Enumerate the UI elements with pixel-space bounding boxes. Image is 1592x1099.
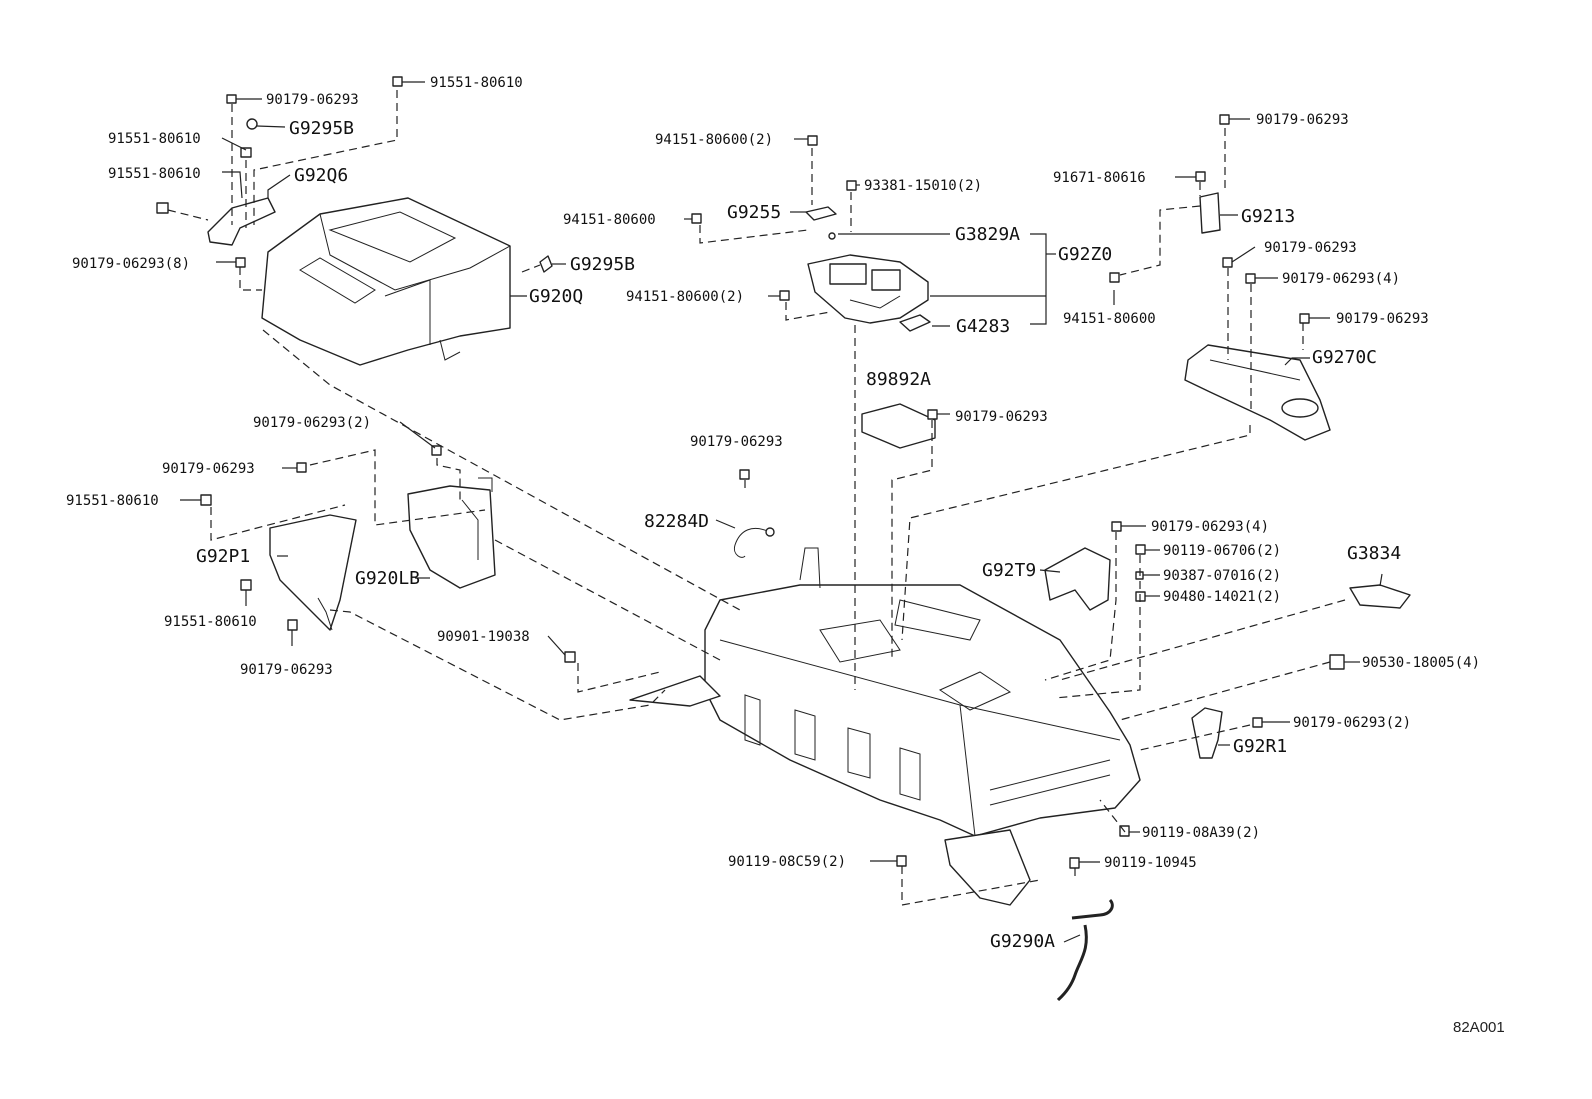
label-90179-06293-top: 90179-06293 bbox=[266, 92, 359, 108]
label-91551-80610-left-b: 91551-80610 bbox=[108, 166, 201, 182]
label-g92q6: G92Q6 bbox=[294, 165, 348, 186]
label-g920lb: G920LB bbox=[355, 568, 420, 589]
label-91551-80610-top: 91551-80610 bbox=[430, 75, 523, 91]
label-90179-06293-2-right: 90179-06293(2) bbox=[1293, 715, 1411, 731]
bracket-g9213[interactable] bbox=[1199, 192, 1221, 234]
label-g92r1: G92R1 bbox=[1233, 736, 1287, 757]
label-g92t9: G92T9 bbox=[982, 560, 1036, 581]
label-91551-80610-left-a: 91551-80610 bbox=[108, 131, 201, 147]
label-90119-06706-2: 90119-06706(2) bbox=[1163, 543, 1281, 559]
label-g920q: G920Q bbox=[529, 286, 583, 307]
label-94151-80600-2-mid: 94151-80600(2) bbox=[626, 289, 744, 305]
label-91551-80610-left-c: 91551-80610 bbox=[66, 493, 159, 509]
label-82284d: 82284D bbox=[644, 511, 709, 532]
cover-g92t9[interactable] bbox=[1044, 547, 1111, 611]
label-90119-08c59-2: 90119-08C59(2) bbox=[728, 854, 846, 870]
label-90530-18005-4: 90530-18005(4) bbox=[1362, 655, 1480, 671]
label-90179-06293-left-d: 90179-06293 bbox=[240, 662, 333, 678]
label-g9290a: G9290A bbox=[990, 931, 1055, 952]
fasteners-left bbox=[200, 445, 750, 663]
cover-g920lb[interactable] bbox=[407, 477, 496, 589]
hose-g9290a[interactable] bbox=[1056, 898, 1114, 1002]
label-94151-80600-2-top: 94151-80600(2) bbox=[655, 132, 773, 148]
label-g4283: G4283 bbox=[956, 316, 1010, 337]
label-90901-19038: 90901-19038 bbox=[437, 629, 530, 645]
part-89892a[interactable] bbox=[861, 403, 936, 449]
label-g9270c: G9270C bbox=[1312, 347, 1377, 368]
label-90179-06293-89892a: 90179-06293 bbox=[955, 409, 1048, 425]
label-g3829a: G3829A bbox=[955, 224, 1020, 245]
guide-lines bbox=[167, 90, 1346, 906]
label-90179-06293-left-c: 90179-06293 bbox=[162, 461, 255, 477]
label-g9295b-top: G9295B bbox=[289, 118, 354, 139]
label-94151-80600-left: 94151-80600 bbox=[563, 212, 656, 228]
bracket-g92q6[interactable] bbox=[207, 197, 276, 246]
nut-89892a bbox=[927, 409, 938, 420]
label-90179-06293-4-right: 90179-06293(4) bbox=[1282, 271, 1400, 287]
module-g92z0[interactable] bbox=[807, 254, 929, 324]
cover-g920q[interactable] bbox=[261, 197, 511, 366]
bracket-g3834[interactable] bbox=[1349, 584, 1411, 609]
label-93381-15010-2: 93381-15010(2) bbox=[864, 178, 982, 194]
label-91671-80616: 91671-80616 bbox=[1053, 170, 1146, 186]
label-g92p1: G92P1 bbox=[196, 546, 250, 567]
battery-tray[interactable] bbox=[629, 547, 1141, 906]
label-89892a: 89892A bbox=[866, 369, 931, 390]
label-g92z0: G92Z0 bbox=[1058, 244, 1112, 265]
part-g4283[interactable] bbox=[899, 314, 931, 332]
label-g9255: G9255 bbox=[727, 202, 781, 223]
cover-g92p1[interactable] bbox=[269, 514, 357, 631]
label-90179-06293-right-c: 90179-06293 bbox=[1336, 311, 1429, 327]
label-90179-06293-8: 90179-06293(8) bbox=[72, 256, 190, 272]
part-g9255[interactable] bbox=[805, 206, 837, 221]
label-90179-06293-right-b: 90179-06293 bbox=[1264, 240, 1357, 256]
label-91551-80610-left-d: 91551-80610 bbox=[164, 614, 257, 630]
label-90119-08a39-2: 90119-08A39(2) bbox=[1142, 825, 1260, 841]
label-g9213: G9213 bbox=[1241, 206, 1295, 227]
label-g3834: G3834 bbox=[1347, 543, 1401, 564]
cable-82284d[interactable] bbox=[733, 527, 775, 558]
label-94151-80600-right: 94151-80600 bbox=[1063, 311, 1156, 327]
label-90179-06293-right-top: 90179-06293 bbox=[1256, 112, 1349, 128]
label-90179-06293-4-mid: 90179-06293(4) bbox=[1151, 519, 1269, 535]
bracket-g92r1[interactable] bbox=[1191, 707, 1223, 759]
label-90179-06293-2-left: 90179-06293(2) bbox=[253, 415, 371, 431]
leader-lines bbox=[180, 81, 1383, 943]
label-90480-14021-2: 90480-14021(2) bbox=[1163, 589, 1281, 605]
label-90179-06293-center: 90179-06293 bbox=[690, 434, 783, 450]
clip-90530-18005 bbox=[1329, 654, 1345, 670]
label-90387-07016-2: 90387-07016(2) bbox=[1163, 568, 1281, 584]
box-g9270c[interactable] bbox=[1184, 344, 1331, 441]
label-90119-10945: 90119-10945 bbox=[1104, 855, 1197, 871]
label-g9295b-right: G9295B bbox=[570, 254, 635, 275]
figure-code: 82A001 bbox=[1453, 1019, 1505, 1036]
